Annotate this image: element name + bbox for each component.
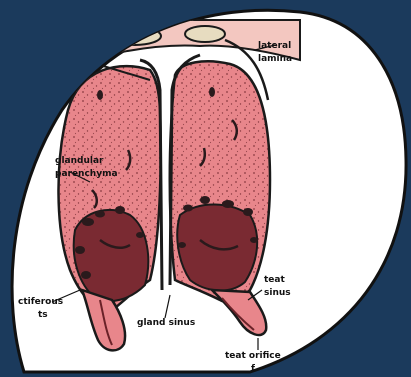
label-teat-sinus: teat <box>264 275 285 285</box>
label-lateral-lamina: lamina <box>258 54 292 64</box>
label-gland-sinus: gland sinus <box>137 318 195 328</box>
label-glandular-parenchyma: parenchyma <box>55 169 118 179</box>
label-lactiferous-ducts: ts <box>38 310 48 320</box>
label-teat-orifice: teat orifice <box>225 351 281 361</box>
label-cut-fragment: f <box>251 364 255 374</box>
label-glandular-parenchyma: glandular <box>55 156 104 166</box>
label-lateral-lamina: lateral <box>258 41 291 51</box>
label-teat-sinus: sinus <box>264 288 291 298</box>
label-lactiferous-ducts: ctiferous <box>18 297 63 307</box>
vessel <box>185 26 225 42</box>
